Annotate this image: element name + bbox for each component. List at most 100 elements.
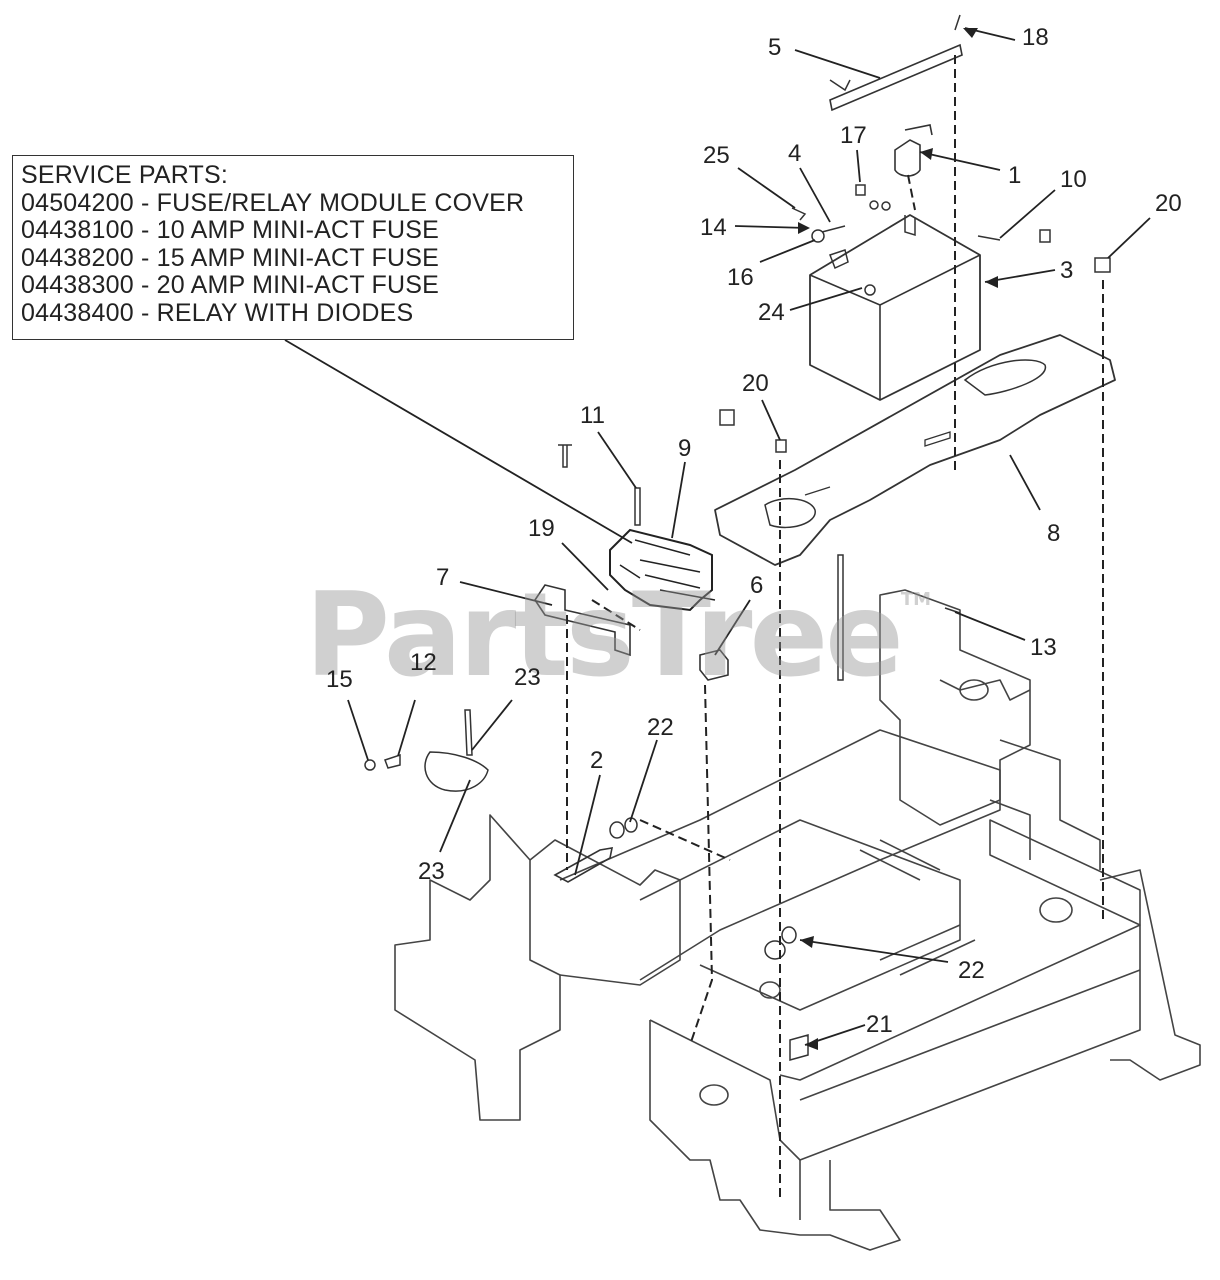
service-part-line: 04438100 - 10 AMP MINI-ACT FUSE bbox=[21, 216, 439, 244]
battery-top bbox=[809, 254, 981, 400]
leader-10 bbox=[999, 189, 1056, 239]
frame-right-rail bbox=[999, 739, 1101, 870]
callout-12: 12 bbox=[410, 649, 437, 676]
callout-19: 19 bbox=[528, 515, 555, 542]
front-housing-face bbox=[799, 969, 1141, 1220]
callout-10: 10 bbox=[1060, 166, 1087, 193]
leader-25 bbox=[737, 167, 796, 209]
bolt-11 bbox=[634, 487, 641, 526]
leader-12 bbox=[397, 699, 416, 757]
arrowhead-1 bbox=[920, 148, 933, 160]
mounting-plate bbox=[714, 334, 1116, 566]
leader-20-right bbox=[1107, 217, 1151, 259]
hold-down-rod bbox=[829, 43, 963, 112]
front-crossbar-end bbox=[1099, 869, 1201, 1081]
frame-right-plate bbox=[879, 589, 1031, 826]
callout-15: 15 bbox=[326, 666, 353, 693]
leader-15 bbox=[347, 699, 369, 761]
callout-21: 21 bbox=[866, 1011, 893, 1038]
arrowhead-21 bbox=[805, 1038, 818, 1050]
callout-7: 7 bbox=[436, 564, 450, 591]
callout-1: 1 bbox=[1008, 162, 1022, 189]
leader-1 bbox=[919, 151, 1001, 171]
leader-22-upper bbox=[629, 739, 658, 823]
leader-8 bbox=[1009, 454, 1041, 511]
module-bracket bbox=[534, 584, 631, 657]
service-part-line: 04438400 - RELAY WITH DIODES bbox=[21, 298, 414, 327]
leader-5 bbox=[794, 49, 881, 79]
service-parts-heading: SERVICE PARTS: bbox=[21, 161, 229, 189]
battery-terminal bbox=[864, 284, 876, 296]
leader-24 bbox=[789, 287, 863, 311]
leader-20-left bbox=[761, 399, 781, 441]
callout-22-lower: 22 bbox=[958, 957, 985, 984]
leader-23-lower bbox=[439, 779, 471, 853]
service-parts-box: SERVICE PARTS: 04504200 - FUSE/RELAY MOD… bbox=[12, 155, 574, 340]
watermark-mark: TM bbox=[900, 589, 932, 610]
callout-4: 4 bbox=[788, 140, 802, 167]
leader-14 bbox=[734, 225, 809, 229]
callout-16: 16 bbox=[727, 264, 754, 291]
front-holes bbox=[699, 679, 1073, 1106]
leader-11 bbox=[597, 431, 637, 489]
callout-20-left: 20 bbox=[742, 370, 769, 397]
bolt-loose bbox=[558, 444, 572, 468]
callout-18: 18 bbox=[1022, 24, 1049, 51]
callout-17: 17 bbox=[840, 122, 867, 149]
battery-box bbox=[809, 214, 981, 401]
leader-23-upper bbox=[471, 699, 513, 751]
callout-13: 13 bbox=[1030, 634, 1057, 661]
mounting-plate-hole-left bbox=[764, 498, 816, 529]
leader-2 bbox=[574, 774, 601, 876]
hold-down-strap bbox=[553, 847, 614, 883]
arrowhead-18 bbox=[963, 28, 978, 38]
bolt-20 bbox=[719, 257, 1111, 453]
leader-13 bbox=[954, 611, 1026, 641]
service-part-line: 04504200 - FUSE/RELAY MODULE COVER bbox=[21, 188, 525, 217]
leader-4 bbox=[799, 167, 831, 223]
service-part-line: 04438200 - 15 AMP MINI-ACT FUSE bbox=[21, 243, 439, 272]
arrowhead-14 bbox=[798, 222, 810, 234]
mounting-plate-slot bbox=[804, 431, 951, 496]
callout-9: 9 bbox=[678, 435, 692, 462]
wing-nut bbox=[829, 14, 961, 92]
cable-tie-strap bbox=[464, 709, 473, 756]
frame-center-deck bbox=[639, 819, 961, 1011]
callout-14: 14 bbox=[700, 214, 727, 241]
leader-16 bbox=[759, 239, 816, 263]
battery-cap bbox=[894, 124, 933, 177]
callout-8: 8 bbox=[1047, 520, 1061, 547]
callout-6: 6 bbox=[750, 572, 764, 599]
service-part-line: 04438300 - 20 AMP MINI-ACT FUSE bbox=[21, 271, 439, 299]
leader-19 bbox=[561, 542, 609, 591]
callout-25: 25 bbox=[703, 142, 730, 169]
callout-2: 2 bbox=[590, 747, 604, 774]
callout-22-upper: 22 bbox=[647, 714, 674, 741]
assembly-line-module-bracket bbox=[591, 599, 641, 631]
arrowhead-22 bbox=[800, 936, 814, 948]
frame-deck-slots bbox=[859, 839, 976, 976]
frame-left-plate bbox=[394, 814, 561, 1121]
callout-11: 11 bbox=[580, 402, 605, 429]
callout-23-upper: 23 bbox=[514, 664, 541, 691]
front-housing bbox=[649, 924, 1141, 1161]
mounting-plate-hole-right bbox=[963, 359, 1046, 396]
callout-20-right: 20 bbox=[1155, 190, 1182, 217]
callout-5: 5 bbox=[768, 34, 782, 61]
bolt-10 bbox=[977, 229, 1051, 243]
fuse-relay-module-detail bbox=[619, 539, 716, 601]
assembly-line-relay bbox=[689, 684, 714, 1046]
long-rod bbox=[837, 554, 844, 681]
assembly-line-nut bbox=[639, 819, 731, 861]
frame-left-upper bbox=[529, 839, 681, 986]
leader-service-parts bbox=[284, 339, 633, 544]
leader-7 bbox=[459, 581, 553, 606]
arrowhead-3 bbox=[985, 276, 998, 288]
fuse-relay-module bbox=[609, 528, 713, 612]
front-housing-lower bbox=[649, 1020, 901, 1251]
leader-6 bbox=[714, 599, 751, 656]
callout-3: 3 bbox=[1060, 257, 1074, 284]
leader-9 bbox=[671, 461, 686, 539]
callout-24: 24 bbox=[758, 299, 785, 326]
